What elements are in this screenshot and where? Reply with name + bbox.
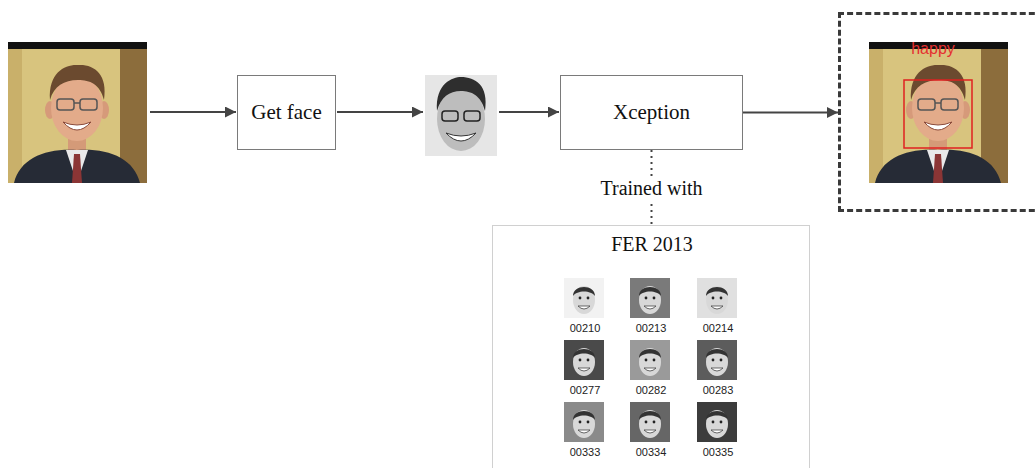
image-id: 00213: [636, 322, 667, 335]
thumbnail: [564, 278, 604, 318]
image-id: 00277: [570, 384, 601, 397]
thumbnail-face: [706, 286, 728, 314]
thumbnail: [697, 402, 737, 442]
thumbnail-face: [573, 410, 595, 438]
thumbnail-face: [573, 348, 595, 376]
thumbnail-face: [639, 286, 661, 314]
thumbnail-face: [573, 286, 595, 314]
flow-arrow: [499, 111, 559, 113]
thumbnail-grid: [564, 278, 737, 442]
image-id: 00282: [636, 384, 667, 397]
edge-label: Trained with: [596, 176, 706, 200]
thumbnail: [630, 340, 670, 380]
face-crop-smile: [446, 133, 476, 141]
face-crop-glasses: [464, 111, 480, 121]
face-crop-ground: [425, 75, 497, 156]
thumbnail: [697, 278, 737, 318]
thumbnail-face: [639, 410, 661, 438]
dataset-panel: FER 2013 00210 00213 00214 00277 00282 00283 00…: [492, 225, 810, 468]
thumbnail-face: [706, 348, 728, 376]
output-arrow: [743, 112, 838, 114]
image-id: 00334: [636, 446, 667, 459]
detection-box: [904, 80, 972, 148]
thumbnail-face: [639, 348, 661, 376]
face-crop-hair: [437, 77, 486, 111]
thumbnail: [564, 402, 604, 442]
thumbnail-face: [706, 410, 728, 438]
image-id: 00210: [570, 322, 601, 335]
flow-arrow: [337, 111, 423, 113]
box-label: Xception: [613, 100, 690, 125]
dataset-title: FER 2013: [611, 232, 693, 256]
face-crop-glasses: [442, 111, 458, 121]
input-photo: [8, 42, 147, 183]
image-id: 00214: [703, 322, 734, 335]
model-box: Xception: [560, 75, 743, 150]
box-label: Get face: [251, 100, 322, 125]
thumbnail: [630, 402, 670, 442]
output-frame: happy: [838, 12, 1035, 212]
emotion-label: happy: [911, 39, 955, 58]
image-id: 00283: [703, 384, 734, 397]
thumbnail: [564, 340, 604, 380]
image-id: 00335: [703, 446, 734, 459]
output-photo: [869, 42, 1008, 183]
face-crop: [425, 75, 497, 156]
thumbnail: [630, 278, 670, 318]
flow-arrow: [150, 111, 236, 113]
thumbnail: [697, 340, 737, 380]
process-box: Get face: [237, 75, 336, 150]
image-id: 00333: [570, 446, 601, 459]
